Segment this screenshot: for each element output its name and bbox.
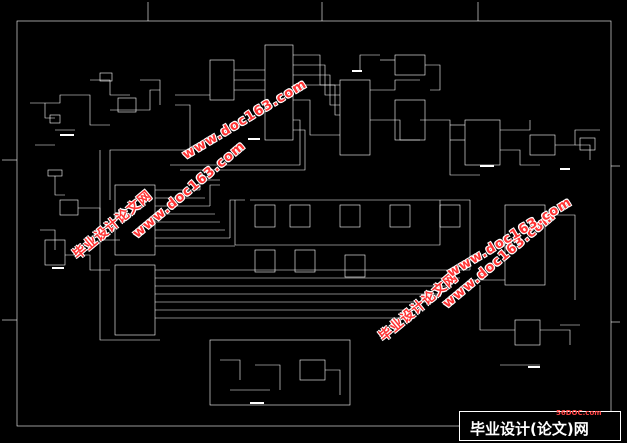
title-block-brand: 毕业设计(论文)网 — [470, 420, 589, 438]
mcu-section — [109, 44, 441, 200]
title-block — [459, 411, 621, 441]
display-block — [234, 199, 471, 278]
right-module — [420, 119, 600, 176]
drawing-frame — [16, 20, 612, 427]
driver-ics — [99, 150, 470, 341]
tiny-labels — [52, 70, 570, 404]
amplifier-circuit — [30, 72, 161, 146]
right-ic — [470, 204, 580, 366]
site-logo: 56DOC.com — [556, 409, 602, 417]
power-supply — [209, 339, 351, 406]
reset-circuit — [40, 169, 120, 271]
